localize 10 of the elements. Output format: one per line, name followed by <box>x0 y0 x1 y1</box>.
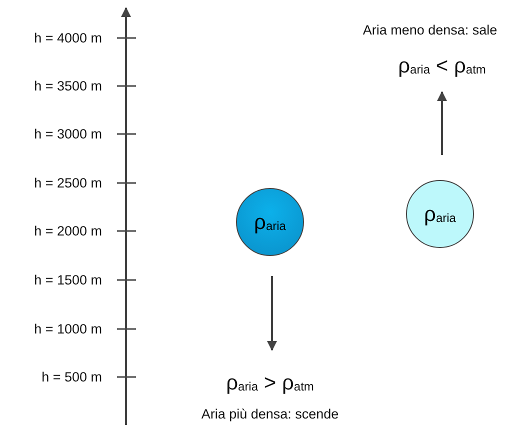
height-label: h = 4000 m <box>34 31 102 45</box>
height-label: h = 3000 m <box>34 127 102 141</box>
motion-caption: Aria più densa: scende <box>201 407 339 421</box>
height-label: h = 500 m <box>42 370 102 384</box>
height-label: h = 2500 m <box>34 176 102 190</box>
height-label: h = 1500 m <box>34 273 102 287</box>
height-label: h = 1000 m <box>34 322 102 336</box>
motion-caption: Aria meno densa: sale <box>362 23 498 37</box>
height-label: h = 3500 m <box>34 79 102 93</box>
height-label: h = 2000 m <box>34 224 102 238</box>
